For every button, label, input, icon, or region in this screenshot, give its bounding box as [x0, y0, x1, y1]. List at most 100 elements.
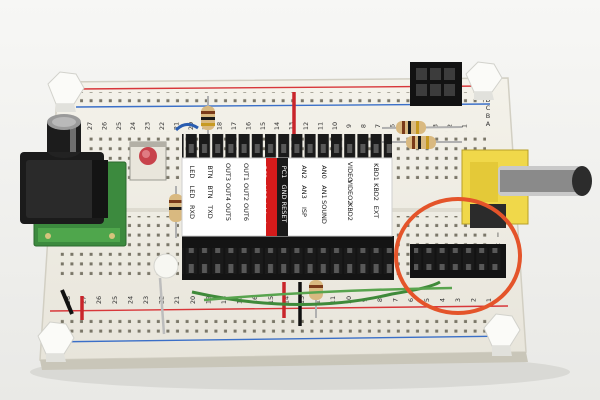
jumper-wire-blue [174, 123, 199, 132]
chip-header-top [182, 134, 392, 160]
bottom-rail-blue-line [45, 335, 513, 343]
tactile-push-button [129, 141, 167, 181]
pin-label: PC1 [280, 166, 288, 179]
column-number: 2 [446, 124, 454, 128]
column-number: 7 [374, 124, 382, 128]
column-number: 3 [432, 124, 440, 128]
column-number: 7 [392, 298, 400, 302]
column-number: 16 [244, 122, 252, 130]
header-2x3 [410, 62, 462, 106]
column-number: 25 [111, 296, 119, 304]
bottom-column-numbers: 2827262524232221201918171615141312111098… [64, 296, 493, 304]
standoff-bottom-left [37, 321, 75, 362]
column-number: 26 [100, 122, 108, 130]
pin-label: EXT [372, 206, 380, 218]
pin-label: Jam [260, 221, 268, 234]
pin-label: KBD2 [346, 203, 354, 221]
column-number: 11 [316, 122, 324, 130]
column-number: 10 [331, 122, 339, 130]
pin-label: OUT6 [242, 203, 250, 221]
row-letter: B [486, 112, 490, 120]
column-number: 12 [302, 122, 310, 130]
column-number: 18 [220, 296, 228, 304]
pin-label: LED [188, 186, 196, 199]
pin-label: BTN [206, 165, 214, 178]
pin-label: GND [280, 185, 288, 200]
column-number: 18 [216, 122, 224, 130]
pin-label: VIDEO [346, 162, 354, 183]
pin-label: TXD [206, 204, 214, 218]
pin-label: AN0 [320, 165, 328, 178]
pin-label: KBD2 [372, 183, 380, 201]
chip-label-card [181, 157, 393, 237]
column-number: 1 [460, 124, 468, 128]
standoff-top-right [465, 61, 503, 100]
column-number: 20 [189, 296, 197, 304]
column-number: 23 [142, 296, 150, 304]
pin-label: ISP [300, 207, 308, 217]
column-number: 14 [273, 122, 281, 130]
row-letter: C [486, 104, 491, 112]
column-number: 5 [423, 298, 431, 302]
column-number: 21 [173, 296, 181, 304]
column-number: 26 [95, 296, 103, 304]
column-number: 17 [230, 122, 238, 130]
pin-label: OUT2 [242, 183, 250, 201]
column-number: 23 [144, 122, 152, 130]
pin-label: BTN [206, 185, 214, 198]
header-1x6 [410, 244, 506, 278]
column-number: 6 [388, 124, 396, 128]
standoff-top-left [47, 71, 85, 112]
row-letter: A [486, 120, 491, 128]
pin-label: AN2 [300, 165, 308, 178]
column-number: 13 [298, 296, 306, 304]
bottom-rail-holes [56, 314, 500, 338]
column-number: 24 [129, 122, 137, 130]
column-number: 4 [438, 298, 446, 302]
pin-label: AN3 [300, 185, 308, 198]
pin-label: RESET [280, 202, 288, 223]
resistor-right-1 [381, 121, 463, 134]
column-number: 22 [158, 122, 166, 130]
pin-label: LED [188, 166, 196, 179]
standoff-bottom-right [483, 313, 521, 356]
column-number: 9 [345, 124, 353, 128]
pin-label: VCC [260, 185, 268, 199]
pin-label: RXD [188, 205, 196, 219]
column-number: 3 [454, 298, 462, 302]
pin-label: OUT5 [224, 203, 232, 221]
pin-label: OUT4 [224, 183, 232, 201]
column-number: 1 [485, 298, 493, 302]
column-number: 11 [329, 296, 337, 304]
column-number: 24 [126, 296, 134, 304]
pin-label: PC3 [260, 166, 268, 179]
resistor-right-2 [382, 136, 462, 149]
top-rail-holes [80, 92, 484, 104]
resistor-left [169, 186, 183, 238]
column-number: 21 [172, 122, 180, 130]
column-number: 15 [267, 296, 275, 304]
resistor-top [201, 96, 215, 140]
pin-label: KBD1 [372, 163, 380, 181]
column-number: 2 [470, 298, 478, 302]
column-number: 10 [345, 296, 353, 304]
pin-label: OUT1 [242, 163, 250, 181]
column-number: 27 [86, 122, 94, 130]
jumper-wire-black-left [60, 289, 74, 315]
column-number: 8 [360, 124, 368, 128]
highlight-circle [394, 197, 522, 315]
jumper-wire-silver [158, 277, 166, 335]
column-number: 6 [407, 298, 415, 302]
pin-label: AN1 [320, 185, 328, 198]
column-number: 25 [115, 122, 123, 130]
column-number: 16 [251, 296, 259, 304]
pin-label: SOUND [320, 200, 328, 224]
standoff-mid [153, 253, 179, 279]
electrolytic-capacitor [47, 114, 81, 158]
column-number: 8 [376, 298, 384, 302]
pin-label: Ichigo [260, 202, 268, 222]
dc-power-module [20, 152, 127, 247]
pin-label: OUT3 [224, 163, 232, 181]
